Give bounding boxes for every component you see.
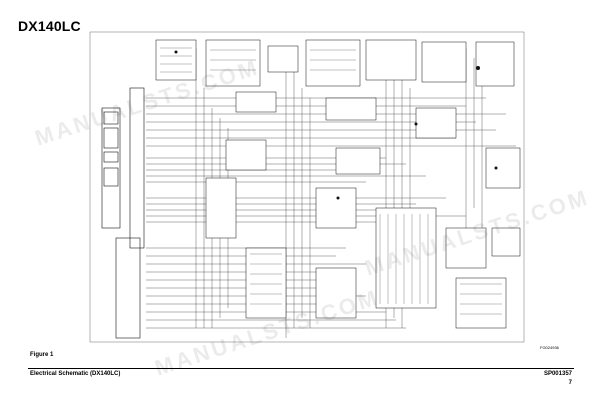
connector-block-left: [101, 107, 121, 229]
page-title: DX140LC: [18, 18, 81, 34]
figure-id-code: FG024936: [540, 345, 559, 350]
figure-caption: Figure 1: [30, 352, 54, 358]
page-number: 7: [568, 380, 572, 386]
footer-divider: [28, 368, 574, 369]
footer-doc-code: SP001357: [543, 371, 572, 377]
electrical-schematic-diagram: [89, 31, 525, 343]
footer-section-title: Electrical Schematic (DX140LC): [30, 371, 121, 377]
